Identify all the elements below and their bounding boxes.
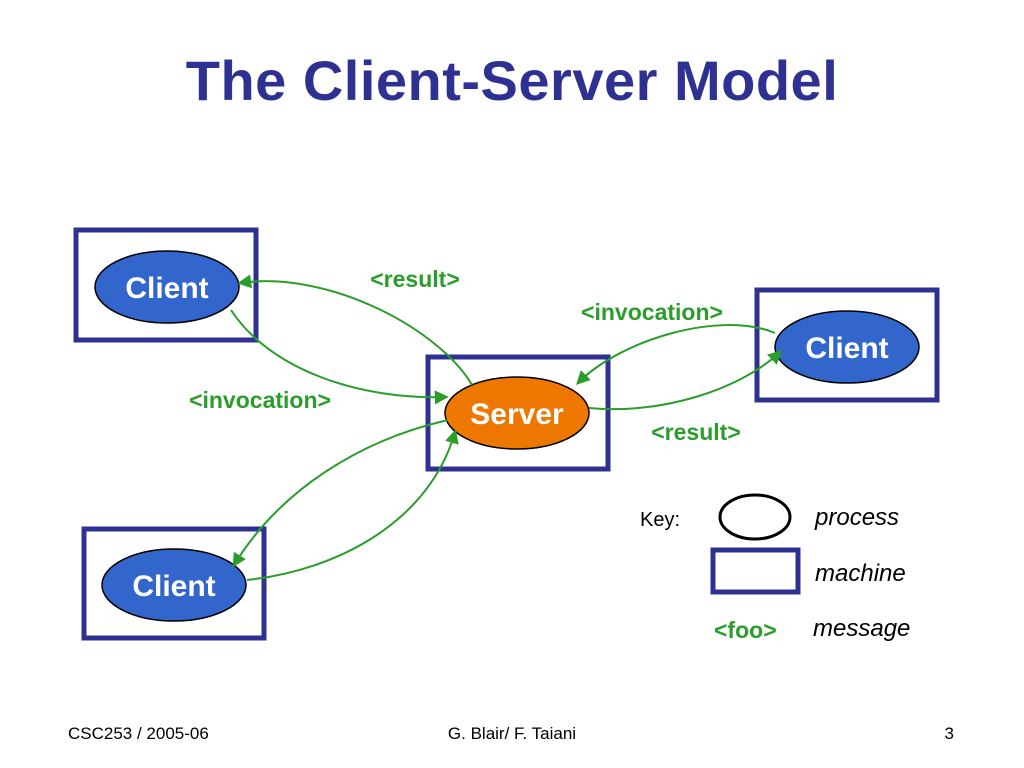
machine-server [425,354,611,472]
key-process-text: process [814,504,899,531]
arrow-invocation-client-bottom-left-to-server [246,429,459,581]
key-label: Key: [640,509,680,531]
client-label-top-left: Client [125,272,208,305]
key-machine-text: machine [815,560,906,587]
key-message-symbol: <foo> [714,617,777,643]
key-process-symbol [718,493,792,541]
footer-page-number: 3 [944,724,954,743]
client-process-bottom-left [101,548,247,622]
machine-right [754,287,940,403]
footer-authors: G. Blair/ F. Taiani [447,724,577,743]
message-result-right: <result> [651,419,741,445]
arrow-invocation-client-right-to-server [576,324,776,386]
machine-top-left [73,227,259,343]
arrow-result-to-client-top-left [237,274,473,386]
server-process [444,376,590,450]
slide-title: The Client-Server Model [185,49,839,112]
arrow-result-to-client-right [588,350,783,411]
machine-bottom-left [81,526,267,641]
message-invocation-right: <invocation> [581,299,723,325]
client-label-bottom-left: Client [132,570,215,603]
arrow-invocation-client-top-left-to-server [230,309,449,405]
key-message-text: message [813,615,910,642]
message-result-top: <result> [370,266,460,292]
client-process-right [774,310,920,384]
client-label-right: Client [805,332,888,365]
footer-course: CSC253 / 2005-06 [68,724,209,743]
server-label: Server [470,398,564,431]
message-invocation-left: <invocation> [189,387,331,413]
arrow-result-to-client-bottom-left [232,419,449,568]
key-machine-symbol [710,547,801,595]
